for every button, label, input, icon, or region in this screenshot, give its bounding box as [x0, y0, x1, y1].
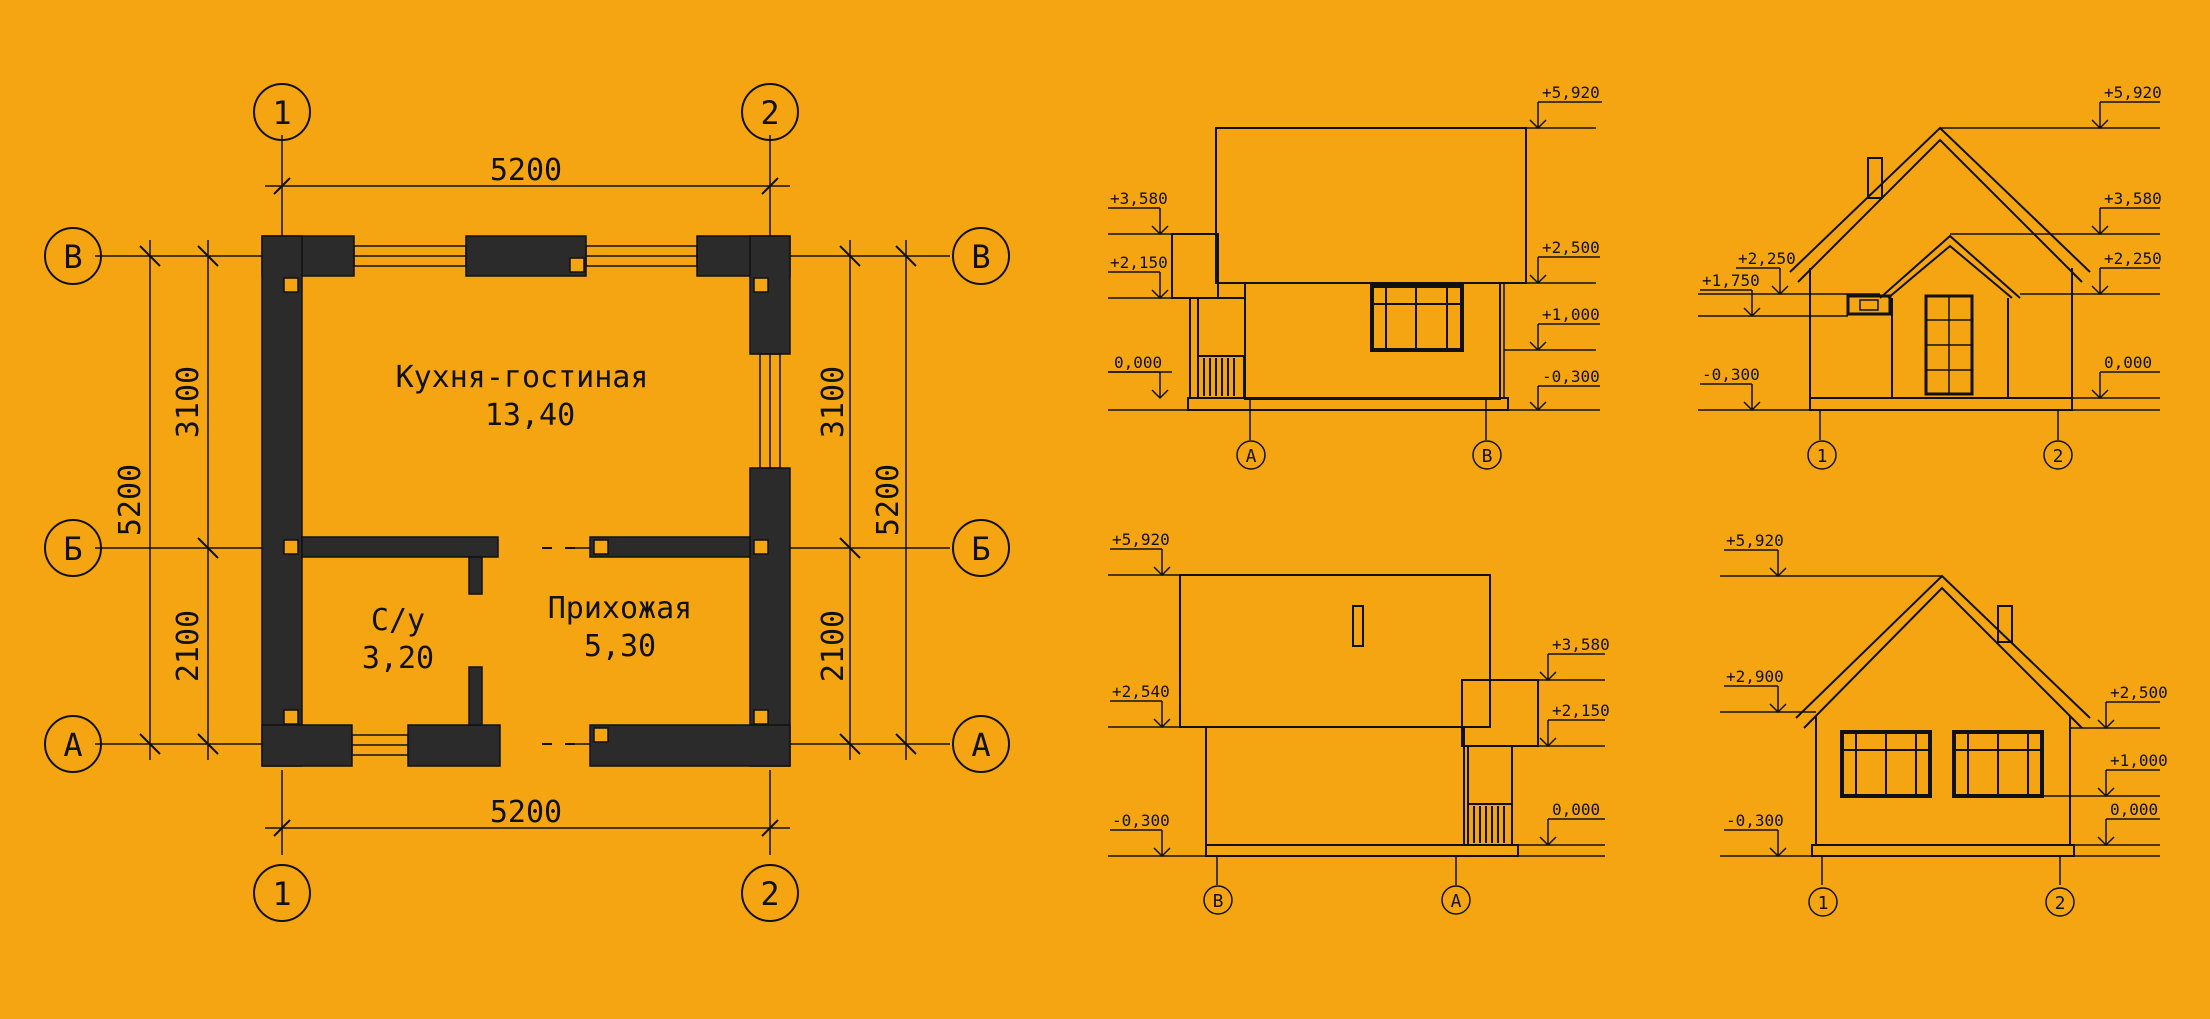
axis-bubble-2-bottom: 2 — [760, 875, 779, 913]
front-mark-2500: +2,500 — [1542, 238, 1600, 257]
side-left-mark-minus0300: -0,300 — [1726, 811, 1784, 830]
front-mark-minus0300: -0,300 — [1542, 367, 1600, 386]
front-level-marks: +5,920 +3,580 +2,150 +2,500 +1,000 0,000 — [1108, 83, 1602, 412]
dim-left-lower: 2100 — [171, 610, 206, 682]
axis-bubble-v-right: В — [971, 238, 990, 276]
front-mark-1000: +1,000 — [1542, 305, 1600, 324]
axis-bubble-b-right: Б — [971, 530, 990, 568]
side-right-mark-minus0300: -0,300 — [1702, 365, 1760, 384]
room-area-hallway: 5,30 — [584, 629, 656, 664]
side-left-axis-1: 1 — [1818, 893, 1829, 914]
axis-bubble-b-left: Б — [63, 530, 82, 568]
back-mark-2540: +2,540 — [1112, 682, 1170, 701]
side-right-axis-1: 1 — [1817, 446, 1828, 467]
plan-dimensions — [139, 177, 917, 837]
side-left-mark-0000: 0,000 — [2110, 800, 2158, 819]
plan-door-marks — [542, 547, 575, 745]
side-left-mark-2500: +2,500 — [2110, 683, 2168, 702]
back-level-marks: +5,920 +3,580 +2,540 +2,150 -0,300 0,000 — [1108, 530, 1610, 858]
back-mark-3580: +3,580 — [1552, 635, 1610, 654]
room-name-kitchen: Кухня-гостиная — [396, 360, 649, 395]
side-right-axis-2: 2 — [2053, 446, 2064, 467]
room-area-kitchen: 13,40 — [485, 398, 575, 433]
front-mark-5920: +5,920 — [1542, 83, 1600, 102]
elevation-back: В А +5,920 +3,580 +2,540 +2,150 -0,300 — [1108, 530, 1610, 915]
side-left-level-marks: +5,920 +2,900 +2,500 +1,000 0,000 -0,300 — [1720, 531, 2168, 858]
side-right-mark-2250-left: +2,250 — [1738, 249, 1796, 268]
side-right-mark-5920: +5,920 — [2104, 83, 2162, 102]
axis-bubble-1-bottom: 1 — [272, 875, 291, 913]
front-axis-a: А — [1246, 446, 1257, 467]
plan-walls — [261, 235, 791, 767]
back-mark-2150: +2,150 — [1552, 701, 1610, 720]
back-axis-v: В — [1213, 891, 1224, 912]
plan-windows — [351, 245, 781, 756]
side-left-mark-5920: +5,920 — [1726, 531, 1784, 550]
side-right-mark-1750: +1,750 — [1702, 271, 1760, 290]
side-right-mark-2250-right: +2,250 — [2104, 249, 2162, 268]
back-axis-a: А — [1451, 891, 1462, 912]
dim-right-total: 5200 — [871, 464, 906, 536]
elevation-front: А В +5,920 +3,580 +2,150 +2,500 +1,000 — [1108, 83, 1602, 470]
front-mark-2150: +2,150 — [1110, 253, 1168, 272]
axis-bubble-1-top: 1 — [272, 94, 291, 132]
dim-bottom: 5200 — [490, 795, 562, 830]
dim-left-total: 5200 — [113, 464, 148, 536]
axis-bubble-a-left: А — [63, 726, 82, 764]
dim-top: 5200 — [490, 153, 562, 188]
plan-column-markers — [283, 257, 769, 743]
elevation-side-left: 1 2 +5,920 +2,900 +2,500 +1,000 0,000 — [1720, 531, 2168, 917]
room-name-bathroom: С/у — [371, 603, 425, 638]
dim-right-lower: 2100 — [816, 610, 851, 682]
front-axis-v: В — [1482, 446, 1493, 467]
axis-bubble-v-left: В — [63, 238, 82, 276]
side-right-level-marks: +5,920 +3,580 +2,250 +2,250 +1,750 -0,30… — [1698, 83, 2162, 412]
front-mark-0000: 0,000 — [1114, 353, 1162, 372]
axis-bubble-a-right: А — [971, 726, 990, 764]
plan-axis-bubbles: 1 2 1 2 В В Б Б А А — [44, 83, 1010, 922]
floor-plan: 5200 5200 5200 3100 2100 3100 2100 5200 — [44, 83, 1010, 922]
side-left-axis-2: 2 — [2055, 893, 2066, 914]
side-right-mark-3580: +3,580 — [2104, 189, 2162, 208]
dim-left-upper: 3100 — [171, 366, 206, 438]
side-right-mark-0000: 0,000 — [2104, 353, 2152, 372]
axis-bubble-2-top: 2 — [760, 94, 779, 132]
back-mark-minus0300: -0,300 — [1112, 811, 1170, 830]
dim-right-upper: 3100 — [816, 366, 851, 438]
room-name-hallway: Прихожая — [548, 591, 693, 626]
front-mark-3580: +3,580 — [1110, 189, 1168, 208]
back-mark-5920: +5,920 — [1112, 530, 1170, 549]
back-mark-0000: 0,000 — [1552, 800, 1600, 819]
side-left-mark-2900: +2,900 — [1726, 667, 1784, 686]
side-left-mark-1000: +1,000 — [2110, 751, 2168, 770]
room-area-bathroom: 3,20 — [362, 641, 434, 676]
elevation-side-right: 1 2 +5,920 +3,580 +2,250 +2,250 +1,750 — [1698, 83, 2162, 470]
